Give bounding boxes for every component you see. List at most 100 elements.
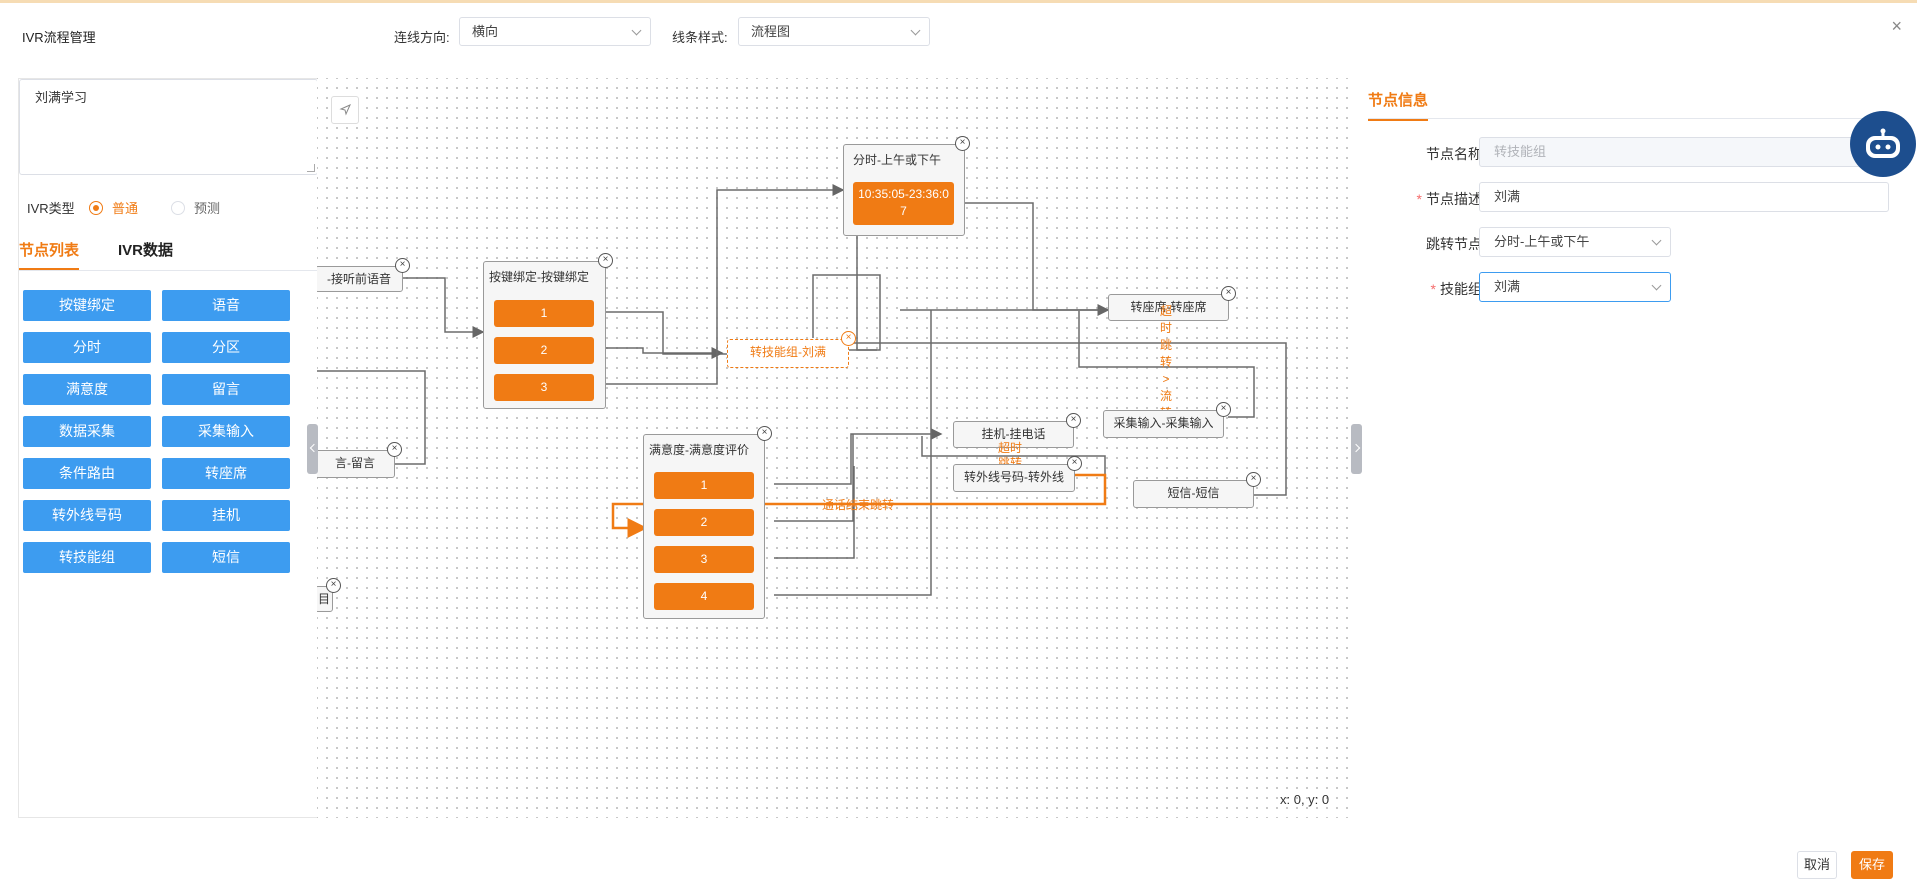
save-button[interactable]: 保存 — [1851, 851, 1893, 879]
collapse-right-handle[interactable] — [1351, 424, 1362, 474]
skill-group-select[interactable]: 刘满 — [1479, 272, 1671, 302]
node-button-skill-group[interactable]: 转技能组 — [23, 542, 151, 573]
radio-normal[interactable]: 普通 — [89, 198, 138, 217]
node-satisfaction[interactable]: 满意度-满意度评价 1 2 3 4 — [643, 434, 765, 619]
node-button-message[interactable]: 留言 — [162, 374, 290, 405]
cancel-button[interactable]: 取消 — [1797, 851, 1837, 879]
tab-divider — [1368, 118, 1883, 119]
node-desc-label: *节点描述 — [1362, 189, 1482, 209]
node-button-outline[interactable]: 转外线号码 — [23, 500, 151, 531]
flow-canvas[interactable]: -接听前语音 × 按键绑定-按键绑定 1 2 3 × 言-留言 × 目 × 分时… — [317, 78, 1351, 818]
chevron-down-icon — [1652, 236, 1662, 246]
node-name-input: 转技能组 — [1479, 137, 1889, 167]
node-skill-label: 转技能组-刘满 — [750, 345, 826, 359]
delete-node-icon[interactable]: × — [326, 578, 341, 593]
ivr-type-label: IVR类型 — [27, 198, 75, 217]
key-button-3[interactable]: 3 — [494, 374, 594, 401]
sat-button-4[interactable]: 4 — [654, 583, 754, 610]
radio-checked-icon — [89, 201, 103, 215]
radio-normal-label: 普通 — [112, 198, 138, 217]
node-info-panel: 节点信息 节点名称 转技能组 *节点描述 刘满 跳转节点 分时-上午或下午 *技… — [1362, 78, 1917, 818]
delete-node-icon[interactable]: × — [841, 331, 856, 346]
node-outline[interactable]: 转外线号码-转外线 — [953, 464, 1075, 492]
key-button-2[interactable]: 2 — [494, 337, 594, 364]
robot-icon[interactable] — [1850, 111, 1916, 177]
jump-node-select[interactable]: 分时-上午或下午 — [1479, 227, 1671, 257]
delete-node-icon[interactable]: × — [1216, 402, 1231, 417]
node-button-timeslot[interactable]: 分时 — [23, 332, 151, 363]
delete-node-icon[interactable]: × — [1067, 456, 1082, 471]
node-name-value: 转技能组 — [1494, 144, 1546, 159]
delete-node-icon[interactable]: × — [387, 442, 402, 457]
node-button-voice[interactable]: 语音 — [162, 290, 290, 321]
sat-button-3[interactable]: 3 — [654, 546, 754, 573]
left-tabs: 节点列表 IVR数据 — [19, 239, 318, 271]
delete-node-icon[interactable]: × — [757, 426, 772, 441]
node-keybind-title: 按键绑定-按键绑定 — [489, 268, 589, 285]
node-message-label: 言-留言 — [335, 456, 375, 470]
line-style-label: 线条样式: — [672, 27, 728, 46]
key-button-1[interactable]: 1 — [494, 300, 594, 327]
time-range-button[interactable]: 10:35:05-23:36:07 — [853, 182, 954, 225]
sat-button-2[interactable]: 2 — [654, 509, 754, 536]
direction-label: 连线方向: — [394, 27, 450, 46]
node-skill-group[interactable]: 转技能组-刘满 — [727, 339, 849, 368]
node-button-sms[interactable]: 短信 — [162, 542, 290, 573]
delete-node-icon[interactable]: × — [955, 136, 970, 151]
tab-node-info[interactable]: 节点信息 — [1368, 89, 1428, 121]
node-button-hangup[interactable]: 挂机 — [162, 500, 290, 531]
tab-ivr-data[interactable]: IVR数据 — [118, 239, 173, 268]
chevron-down-icon — [911, 26, 921, 36]
node-voice[interactable]: -接听前语音 — [317, 266, 403, 292]
ivr-description-textarea[interactable]: 刘满学习 — [19, 79, 318, 175]
resize-grip-icon[interactable] — [307, 164, 315, 172]
node-button-collect-input[interactable]: 采集输入 — [162, 416, 290, 447]
node-button-keybind[interactable]: 按键绑定 — [23, 290, 151, 321]
node-sms[interactable]: 短信-短信 — [1133, 480, 1254, 508]
node-desc-input[interactable]: 刘满 — [1479, 182, 1889, 212]
node-button-data-collect[interactable]: 数据采集 — [23, 416, 151, 447]
coordinate-readout: x: 0, y: 0 — [1280, 792, 1329, 807]
radio-unchecked-icon — [171, 201, 185, 215]
edge-label-call-end: 通话结束跳转 — [822, 496, 894, 513]
delete-node-icon[interactable]: × — [598, 253, 613, 268]
radio-predict-label: 预测 — [194, 198, 220, 217]
left-panel: 刘满学习 IVR类型 普通 预测 节点列表 IVR数据 按键绑定 语音 分时 分… — [18, 78, 317, 818]
node-button-zone[interactable]: 分区 — [162, 332, 290, 363]
radio-predict[interactable]: 预测 — [171, 198, 220, 217]
collapse-left-handle[interactable] — [307, 424, 318, 474]
node-outline-label: 转外线号码-转外线 — [964, 470, 1064, 484]
jump-node-label: 跳转节点 — [1362, 234, 1482, 254]
direction-value: 横向 — [472, 24, 498, 39]
chevron-down-icon — [632, 26, 642, 36]
node-button-satisfaction[interactable]: 满意度 — [23, 374, 151, 405]
delete-node-icon[interactable]: × — [395, 258, 410, 273]
delete-node-icon[interactable]: × — [1066, 413, 1081, 428]
dialog-title: IVR流程管理 — [22, 27, 96, 46]
node-collect-label: 采集输入-采集输入 — [1114, 416, 1214, 430]
close-icon[interactable]: × — [1891, 16, 1902, 37]
node-button-condition-route[interactable]: 条件路由 — [23, 458, 151, 489]
flow-edges — [317, 78, 1351, 818]
direction-select[interactable]: 横向 — [459, 17, 651, 46]
line-style-select[interactable]: 流程图 — [738, 17, 930, 46]
locate-icon[interactable] — [331, 96, 359, 124]
node-name-label: 节点名称 — [1362, 144, 1482, 164]
ivr-description-value: 刘满学习 — [35, 90, 87, 105]
skill-group-value: 刘满 — [1494, 279, 1520, 294]
node-message[interactable]: 言-留言 — [317, 450, 395, 478]
delete-node-icon[interactable]: × — [1221, 286, 1236, 301]
node-collect-input[interactable]: 采集输入-采集输入 — [1103, 410, 1224, 438]
skill-group-label: *技能组 — [1362, 279, 1482, 299]
jump-node-value: 分时-上午或下午 — [1494, 234, 1589, 249]
edge-label-vertical: 超时跳转>流转 — [1159, 303, 1173, 422]
node-partial-label: 目 — [318, 592, 330, 606]
node-button-transfer-agent[interactable]: 转座席 — [162, 458, 290, 489]
tab-node-list[interactable]: 节点列表 — [19, 239, 79, 270]
node-keybind[interactable]: 按键绑定-按键绑定 1 2 3 — [483, 261, 606, 409]
delete-node-icon[interactable]: × — [1246, 472, 1261, 487]
sat-button-1[interactable]: 1 — [654, 472, 754, 499]
node-sms-label: 短信-短信 — [1168, 486, 1220, 500]
node-timeslot[interactable]: 分时-上午或下午 10:35:05-23:36:07 — [843, 144, 965, 236]
node-hangup-label: 挂机-挂电话 — [982, 427, 1046, 441]
